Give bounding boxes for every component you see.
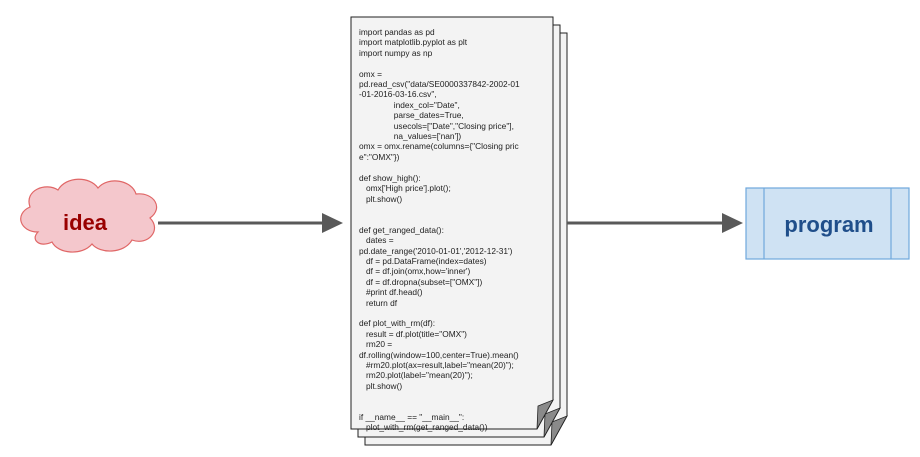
program-box [745,187,910,260]
code-listing: import pandas as pd import matplotlib.py… [359,27,520,433]
idea-cloud-shape [20,178,158,253]
arrowhead-idea-to-code [322,213,343,233]
arrowhead-code-to-program [722,213,743,233]
idea-label: idea [62,210,108,235]
program-label: program [784,212,874,237]
code-document-stack [350,16,568,446]
